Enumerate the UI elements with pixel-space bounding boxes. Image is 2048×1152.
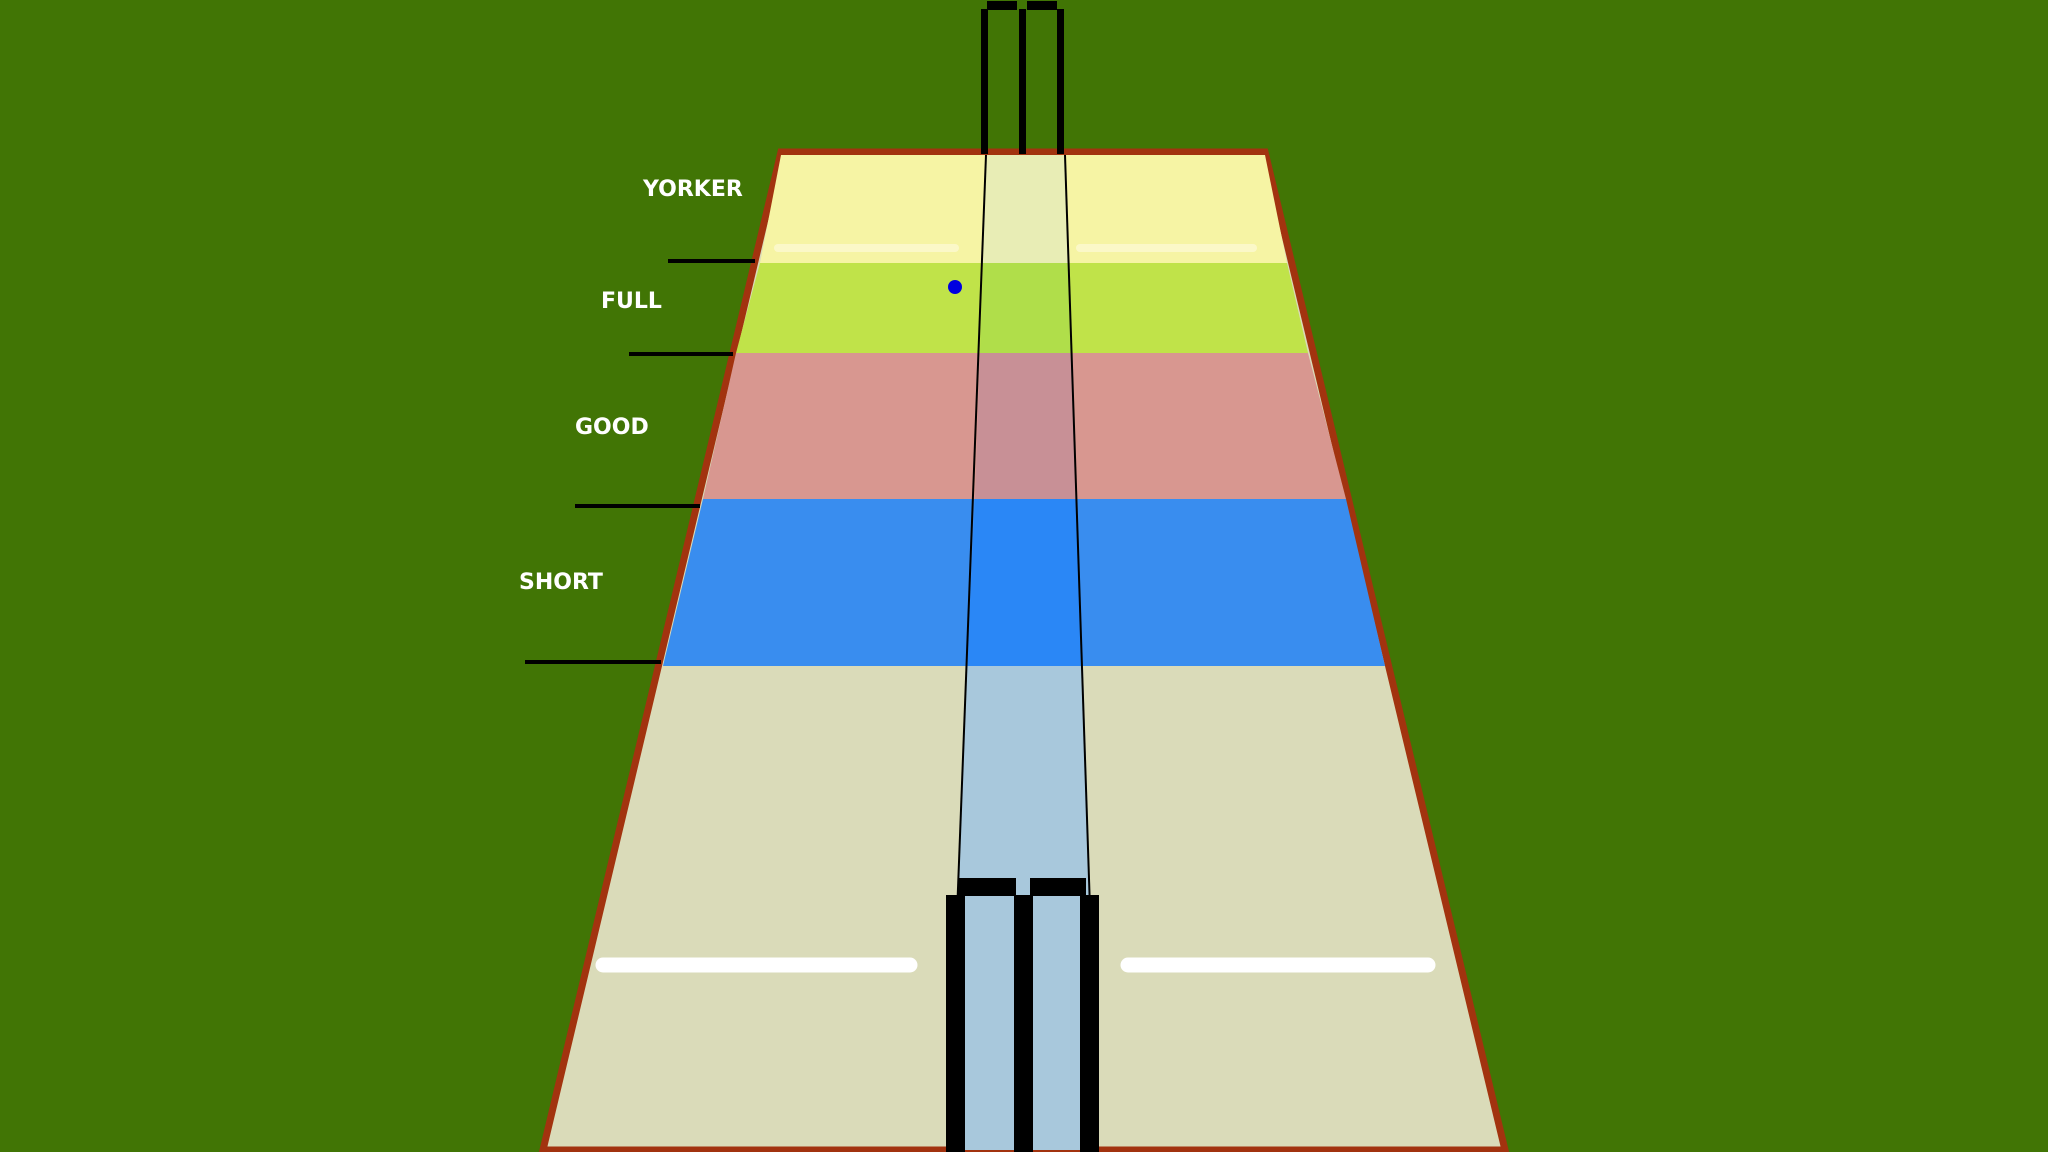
zone-label-yorker: YORKER xyxy=(642,177,743,202)
near-stumps xyxy=(946,878,1099,1152)
corridor-short xyxy=(967,499,1083,666)
corridor-yorker xyxy=(983,155,1068,263)
corridor-good xyxy=(975,353,1077,499)
corridor-full xyxy=(980,263,1071,353)
zone-label-good: GOOD xyxy=(575,415,649,440)
zone-label-short: SHORT xyxy=(519,570,603,595)
zone-label-full: FULL xyxy=(601,289,662,314)
ball-pitch-marker[interactable] xyxy=(948,280,962,294)
far-stumps xyxy=(981,1,1064,154)
